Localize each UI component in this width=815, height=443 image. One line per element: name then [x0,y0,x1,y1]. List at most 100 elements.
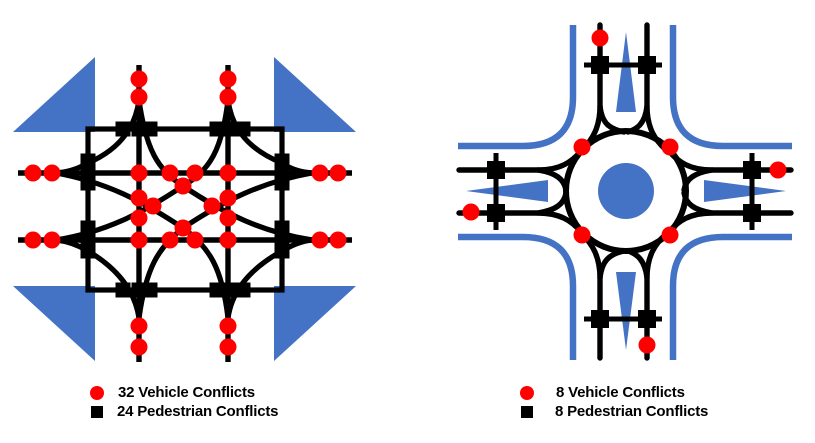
vehicle-conflict-marker [573,226,591,244]
lane-south-cusp-left [597,248,627,281]
intersection-vehicle-conflicts [24,70,347,356]
vehicle-conflict-marker [661,226,679,244]
vehicle-conflict-marker [174,219,192,237]
lane-north-right [644,22,669,153]
pedestrian-conflict-marker [115,282,131,298]
lane-east-cusp-bottom [681,190,715,216]
intersection-legend-pedestrian-row: 24 Pedestrian Conflicts [90,402,278,421]
pedestrian-conflict-marker [487,161,505,179]
vehicle-conflict-marker [219,317,237,335]
corner-island-top-left [13,57,95,132]
intersection-legend-vehicle-row: 32 Vehicle Conflicts [90,383,278,402]
pedestrian-conflict-marker [142,121,158,137]
corner-island-bottom-left [13,286,95,361]
roundabout-vehicle-conflicts [462,29,787,354]
vehicle-conflict-marker [130,164,148,182]
lane-north-cusp-left [597,103,627,135]
intersection-diagram [13,57,356,362]
roundabout-pedestrian-conflicts [487,56,761,328]
vehicle-conflict-marker [24,164,42,182]
pedestrian-conflict-marker [638,56,656,74]
pedestrian-conflict-marker [220,121,236,137]
vehicle-conflict-marker [24,231,42,249]
vehicle-conflict-marker [329,164,347,182]
vehicle-conflict-marker [130,317,148,335]
pedestrian-conflict-marker [274,231,290,247]
splitter-island-west [466,180,548,202]
vehicle-conflict-marker [329,231,347,249]
vehicle-conflict-marker [661,138,679,156]
crosswalk-square [85,126,285,293]
vehicle-conflict-marker [219,338,237,356]
pedestrian-conflict-marker [274,175,290,191]
vehicle-conflict-marker [130,209,148,227]
vehicle-conflict-marker [130,189,148,207]
splitter-island-north [616,32,636,112]
central-island [598,163,654,219]
pedestrian-conflict-marker [274,243,290,259]
vehicle-conflict-marker [219,164,237,182]
pedestrian-conflict-square-icon [91,405,103,418]
splitter-island-east [704,180,786,202]
roundabout-vehicle-legend-label: 8 Vehicle Conflicts [556,384,685,401]
pedestrian-conflict-marker [80,231,96,247]
vehicle-conflict-marker [219,209,237,227]
vehicle-conflict-marker [769,161,787,179]
pedestrian-conflict-marker [591,56,609,74]
vehicle-conflict-marker [186,231,204,249]
intersection-pedestrian-conflicts [80,121,290,298]
vehicle-conflict-marker [130,231,148,249]
pedestrian-conflict-marker [235,121,251,137]
vehicle-conflict-marker [311,164,329,182]
road-edge-top-right [669,25,792,150]
roundabout-legend-vehicle-row: 8 Vehicle Conflicts [520,383,708,402]
vehicle-conflict-marker [130,338,148,356]
vehicle-conflict-marker [43,231,61,249]
pedestrian-conflict-marker [487,204,505,222]
lane-west-top [456,148,584,173]
vehicle-conflict-marker [219,231,237,249]
roundabout-legend: 8 Vehicle Conflicts 8 Pedestrian Conflic… [520,383,708,421]
lane-south-left [579,231,603,361]
vehicle-conflict-marker [174,177,192,195]
pedestrian-conflict-marker [743,161,761,179]
intersection-pedestrian-legend-label: 24 Pedestrian Conflicts [117,403,279,420]
roundabout-legend-pedestrian-row: 8 Pedestrian Conflicts [520,402,708,421]
vehicle-conflict-marker [130,88,148,106]
road-edge-bottom-right [669,233,792,360]
pedestrian-conflict-marker [591,310,609,328]
vehicle-conflict-marker [161,231,179,249]
vehicle-conflict-marker [203,197,221,215]
vehicle-conflict-marker [186,164,204,182]
vehicle-conflict-marker [43,164,61,182]
vehicle-conflict-marker [219,189,237,207]
roundabout-pedestrian-legend-label: 8 Pedestrian Conflicts [555,403,709,420]
vehicle-conflict-marker [462,203,480,221]
lane-north-cusp-right [625,103,650,135]
pedestrian-conflict-marker [80,243,96,259]
intersection-legend: 32 Vehicle Conflicts 24 Pedestrian Confl… [90,383,278,421]
intersection-vehicle-legend-label: 32 Vehicle Conflicts [118,384,255,401]
pedestrian-conflict-marker [142,282,158,298]
vehicle-conflict-dot-icon [520,385,534,400]
lane-east-cusp-top [681,167,715,193]
pedestrian-conflict-marker [115,121,131,137]
corner-island-top-right [274,57,356,132]
pedestrian-conflict-square-icon [521,405,533,418]
pedestrian-conflict-marker [638,310,656,328]
road-edge-bottom-left [458,233,577,360]
vehicle-conflict-marker [591,29,609,47]
lane-south-cusp-right [625,248,650,281]
pedestrian-conflict-marker [220,282,236,298]
corner-island-bottom-right [274,286,356,361]
vehicle-conflict-marker [161,164,179,182]
road-edge-top-left [458,25,577,150]
vehicle-conflict-marker [311,231,329,249]
vehicle-conflict-dot-icon [90,385,104,400]
pedestrian-conflict-marker [235,282,251,298]
vehicle-conflict-marker [219,88,237,106]
roundabout-diagram [456,22,794,361]
vehicle-conflict-marker [638,336,656,354]
pedestrian-conflict-marker [80,175,96,191]
